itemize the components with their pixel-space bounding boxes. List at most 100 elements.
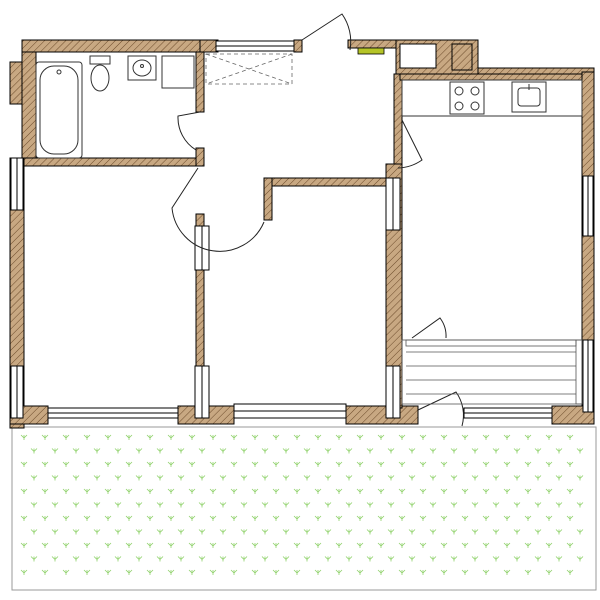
grass-icon	[114, 529, 122, 535]
grass-icon	[387, 529, 395, 535]
grass-icon	[555, 475, 563, 481]
grass-icon	[524, 461, 532, 467]
grass-icon	[146, 569, 154, 575]
grass-icon	[366, 475, 374, 481]
grass-icon	[366, 529, 374, 535]
grass-icon	[408, 502, 416, 508]
grass-icon	[30, 529, 38, 535]
grass-icon	[188, 569, 196, 575]
grass-icon	[125, 434, 133, 440]
grass-icon	[471, 475, 479, 481]
grass-icon	[83, 488, 91, 494]
grass-icon	[440, 515, 448, 521]
grass-icon	[146, 434, 154, 440]
grass-icon	[62, 434, 70, 440]
grass-icon	[377, 515, 385, 521]
grass-icon	[335, 569, 343, 575]
grass-icon	[503, 434, 511, 440]
grass-icon	[282, 502, 290, 508]
grass-icon	[356, 488, 364, 494]
grass-icon	[398, 461, 406, 467]
grass-icon	[20, 461, 28, 467]
grass-icon	[461, 434, 469, 440]
grass-icon	[293, 434, 301, 440]
grass-icon	[198, 529, 206, 535]
toilet-icon	[89, 55, 111, 92]
grass-icon	[104, 569, 112, 575]
grass-icon	[177, 475, 185, 481]
grass-icon	[408, 529, 416, 535]
grass-icon	[272, 569, 280, 575]
grass-icon	[377, 542, 385, 548]
grass-icon	[177, 529, 185, 535]
door-icon	[301, 13, 352, 51]
grass-icon	[513, 502, 521, 508]
grass-icon	[104, 488, 112, 494]
grass-icon	[429, 448, 437, 454]
grass-icon	[450, 475, 458, 481]
grass-icon	[482, 434, 490, 440]
grass-icon	[419, 488, 427, 494]
grass-icon	[188, 515, 196, 521]
window-icon	[463, 407, 553, 419]
grass-icon	[209, 542, 217, 548]
grass-icon	[156, 475, 164, 481]
grass-icon	[198, 502, 206, 508]
grass-icon	[566, 434, 574, 440]
grass-icon	[230, 542, 238, 548]
grass-icon	[104, 461, 112, 467]
grass-icon	[20, 569, 28, 575]
grass-icon	[492, 556, 500, 562]
window-icon	[194, 365, 210, 419]
grass-icon	[93, 556, 101, 562]
grass-icon	[219, 475, 227, 481]
grass-icon	[167, 515, 175, 521]
grass-icon	[51, 556, 59, 562]
grass-icon	[461, 569, 469, 575]
grass-icon	[261, 475, 269, 481]
grass-icon	[93, 448, 101, 454]
door-icon	[417, 391, 464, 427]
grass-icon	[167, 542, 175, 548]
grass-icon	[450, 448, 458, 454]
grass-icon	[450, 556, 458, 562]
grass-icon	[93, 475, 101, 481]
grass-icon	[30, 502, 38, 508]
grass-icon	[314, 515, 322, 521]
grass-icon	[566, 542, 574, 548]
interior-walls	[23, 43, 583, 409]
grass-icon	[324, 448, 332, 454]
window-icon	[10, 157, 24, 211]
grass-icon	[314, 569, 322, 575]
grass-icon	[209, 488, 217, 494]
grass-icon	[282, 529, 290, 535]
grass-icon	[146, 488, 154, 494]
grass-icon	[377, 569, 385, 575]
grass-icon	[230, 434, 238, 440]
window-icon	[385, 177, 401, 231]
grass-icon	[72, 529, 80, 535]
grass-icon	[419, 569, 427, 575]
grass-icon	[104, 515, 112, 521]
grass-icon	[503, 488, 511, 494]
grass-icon	[62, 569, 70, 575]
bathroom-fixtures	[35, 55, 195, 159]
grass-icon	[240, 502, 248, 508]
grass-icon	[377, 488, 385, 494]
grass-icon	[545, 569, 553, 575]
grass-icon	[324, 475, 332, 481]
grass-icon	[156, 502, 164, 508]
grass-icon	[387, 448, 395, 454]
grass-icon	[219, 448, 227, 454]
grass-icon	[114, 556, 122, 562]
window-icon	[215, 40, 295, 52]
grass-icon	[30, 448, 38, 454]
grass-icon	[272, 515, 280, 521]
grass-icon	[104, 434, 112, 440]
grass-icon	[209, 434, 217, 440]
grass-icon	[41, 461, 49, 467]
grass-icon	[419, 515, 427, 521]
grass-icon	[177, 448, 185, 454]
grass-icon	[198, 475, 206, 481]
grass-icon	[146, 542, 154, 548]
